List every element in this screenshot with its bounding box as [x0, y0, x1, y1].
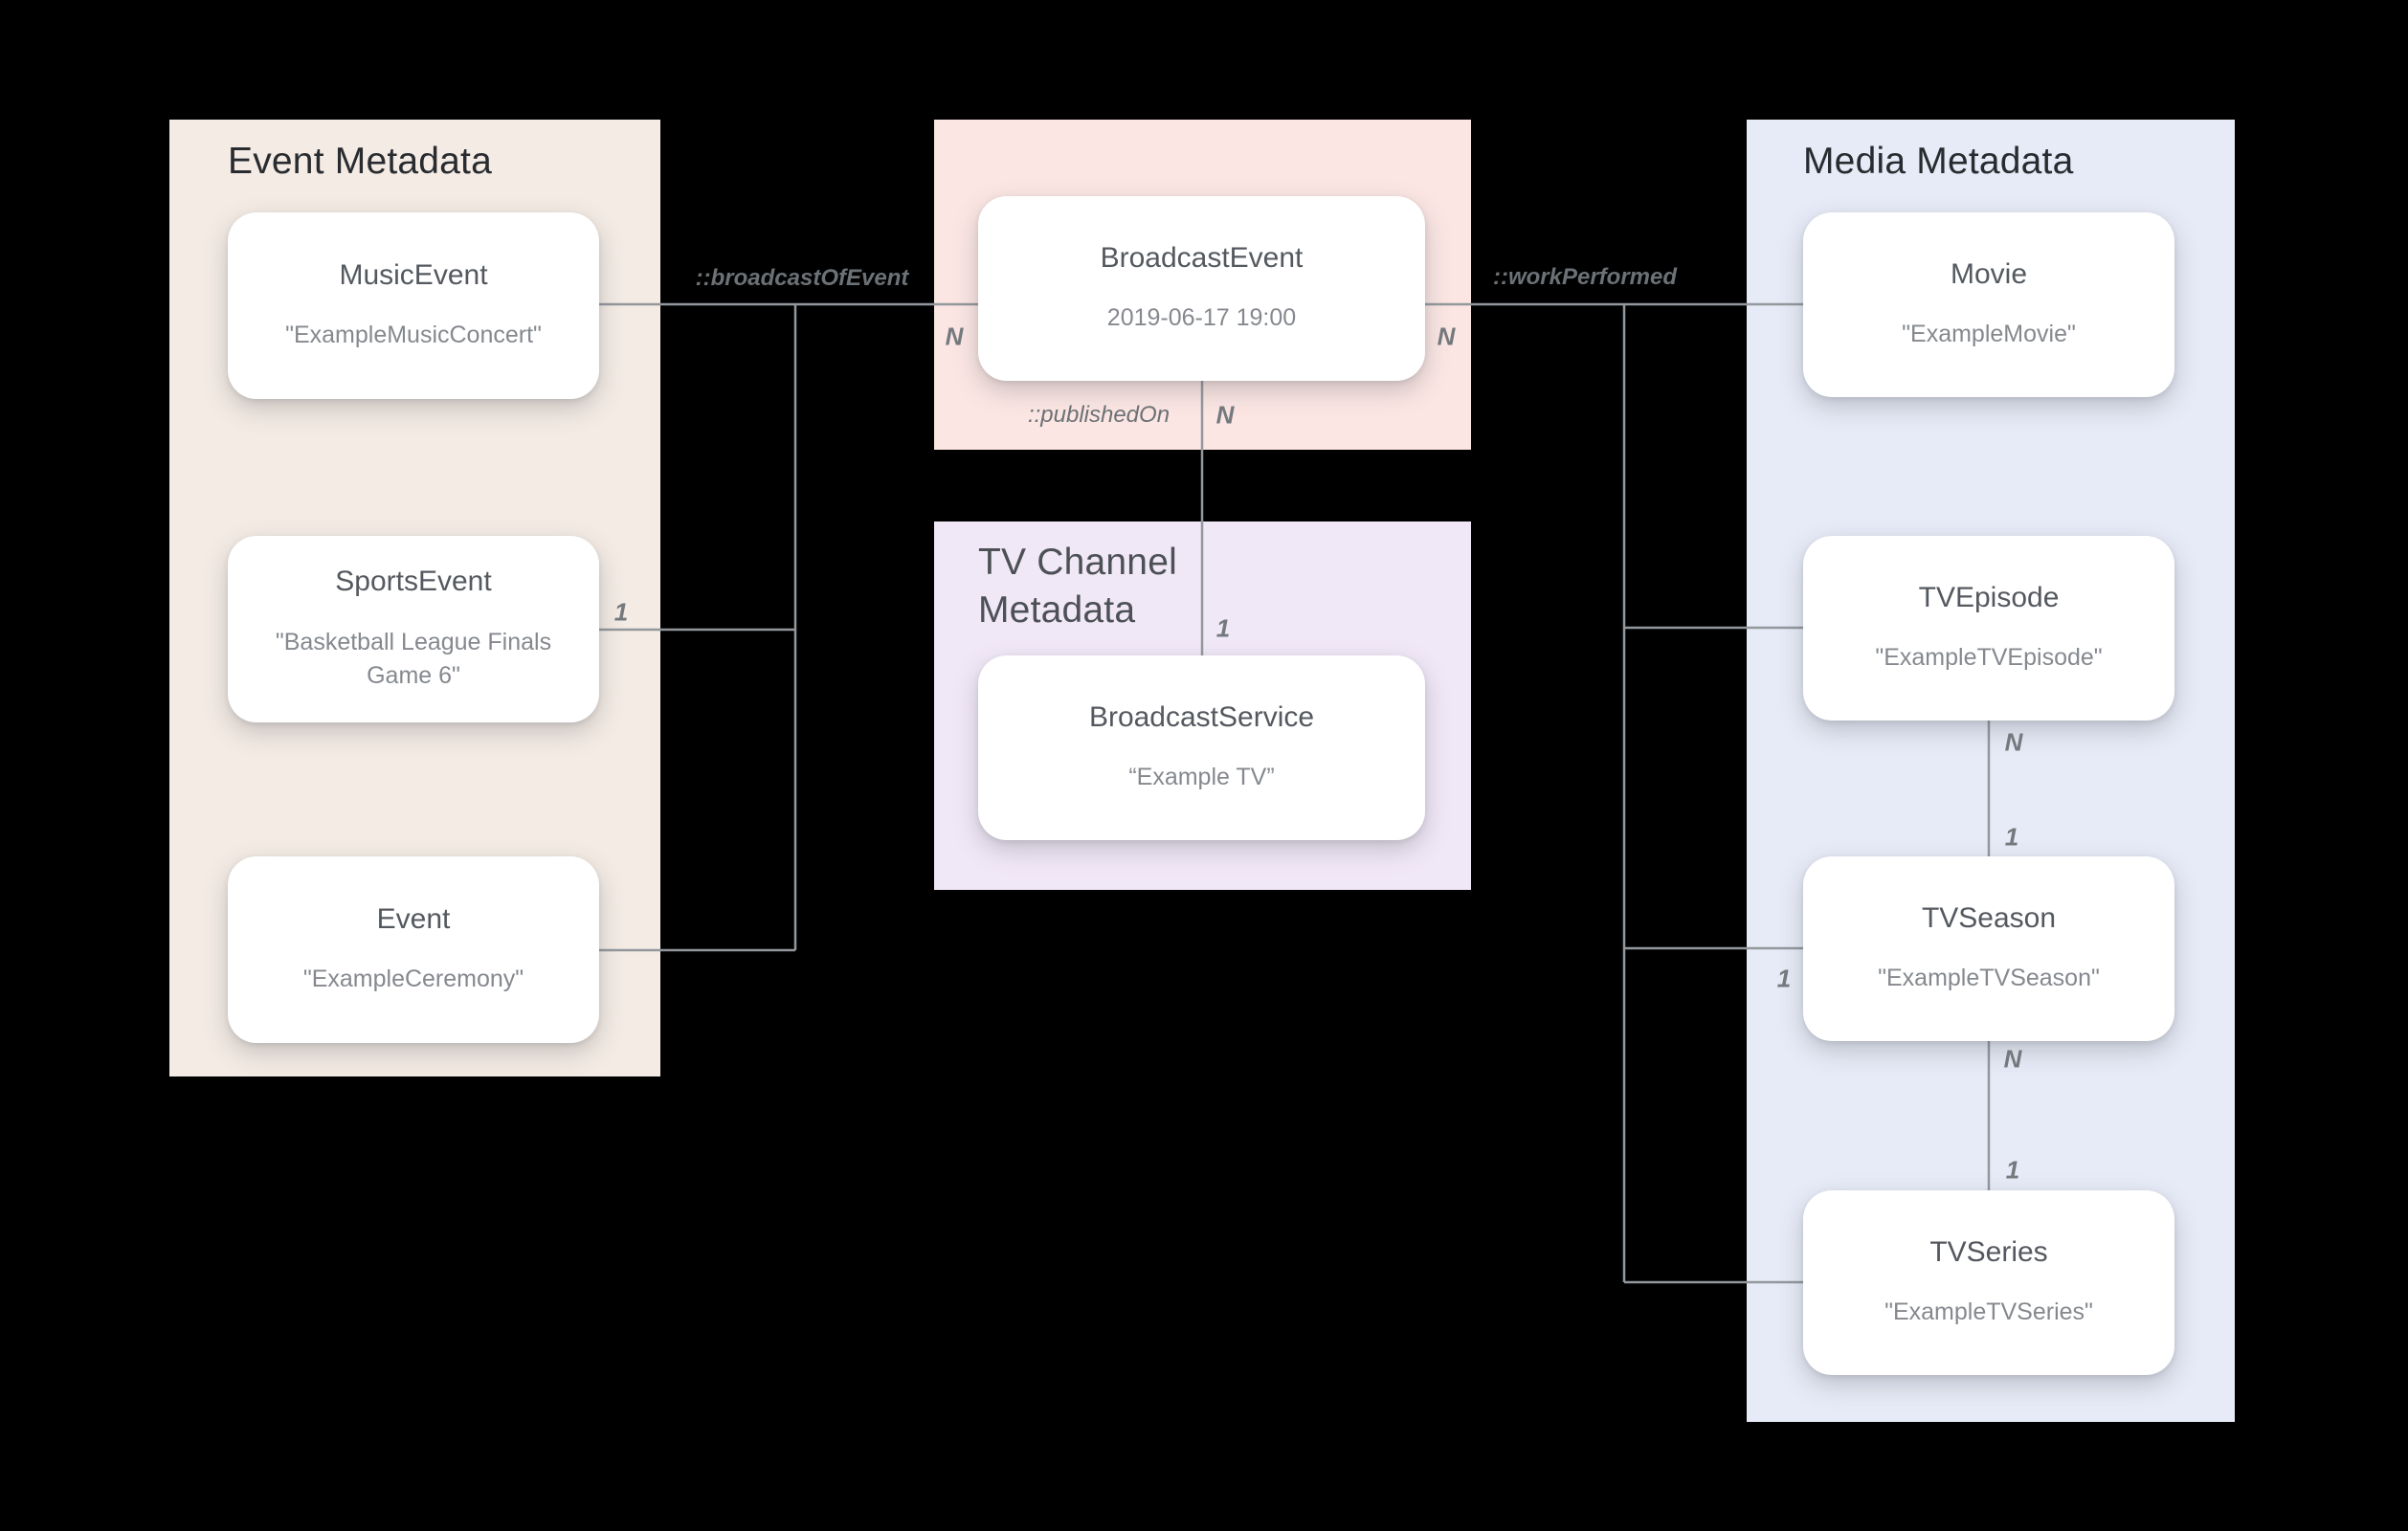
node-broadcastevent-datetime: 2019-06-17 19:00 [1106, 304, 1297, 332]
node-tvseason: TVSeason "ExampleTVSeason" [1803, 856, 2174, 1041]
node-tvseason-value: "ExampleTVSeason" [1878, 965, 2100, 992]
cardinality-season-series-1: 1 [2005, 1155, 2020, 1185]
edge-label-publishedon: ::publishedOn [1027, 402, 1171, 428]
node-tvepisode: TVEpisode "ExampleTVEpisode" [1803, 536, 2174, 721]
node-tvseries-value: "ExampleTVSeries" [1884, 1298, 2093, 1326]
node-sportsevent-value: "Basketball League Finals Game 6" [275, 628, 552, 689]
node-tvseries: TVSeries "ExampleTVSeries" [1803, 1190, 2174, 1375]
node-tvseason-title: TVSeason [1921, 901, 2057, 934]
node-musicevent-title: MusicEvent [339, 258, 488, 291]
cardinality-workperformed-1: 1 [1776, 964, 1792, 993]
cardinality-publishedon-n: N [1215, 400, 1235, 430]
cardinality-episode-season-n: N [2004, 727, 2023, 757]
panel-tv-channel-metadata-title: TV Channel Metadata [978, 542, 1177, 631]
node-movie-value: "ExampleMovie" [1902, 321, 2076, 348]
node-musicevent: MusicEvent "ExampleMusicConcert" [228, 212, 599, 399]
node-tvseries-title: TVSeries [1929, 1235, 2048, 1268]
node-sportsevent: SportsEvent "Basketball League Finals Ga… [228, 536, 599, 722]
edge-label-workperformed: ::workPerformed [1492, 264, 1678, 290]
node-tvepisode-title: TVEpisode [1918, 581, 2060, 613]
cardinality-season-series-n: N [2003, 1044, 2022, 1074]
cardinality-broadcastofevent-n: N [945, 322, 964, 351]
node-event-title: Event [376, 902, 451, 935]
node-movie-title: Movie [1950, 257, 2028, 290]
node-movie: Movie "ExampleMovie" [1803, 212, 2174, 397]
cardinality-episode-season-1: 1 [2004, 822, 2019, 852]
cardinality-publishedon-1: 1 [1215, 613, 1231, 643]
edge-label-broadcastofevent: ::broadcastOfEvent [695, 265, 909, 291]
node-broadcastservice: BroadcastService “Example TV” [978, 655, 1425, 840]
node-broadcastevent-title: BroadcastEvent [1100, 241, 1304, 274]
node-musicevent-value: "ExampleMusicConcert" [285, 322, 542, 349]
cardinality-broadcastofevent-1: 1 [613, 597, 629, 627]
node-tvepisode-value: "ExampleTVEpisode" [1875, 644, 2103, 672]
node-sportsevent-title: SportsEvent [335, 566, 492, 598]
node-broadcastevent: BroadcastEvent 2019-06-17 19:00 [978, 196, 1425, 381]
cardinality-workperformed-n: N [1437, 322, 1456, 351]
panel-event-metadata-title: Event Metadata [228, 141, 492, 182]
node-broadcastservice-value: “Example TV” [1128, 764, 1275, 791]
node-event-value: "ExampleCeremony" [302, 965, 524, 993]
panel-media-metadata-title: Media Metadata [1803, 141, 2074, 182]
node-broadcastservice-title: BroadcastService [1088, 700, 1315, 733]
node-event: Event "ExampleCeremony" [228, 856, 599, 1043]
